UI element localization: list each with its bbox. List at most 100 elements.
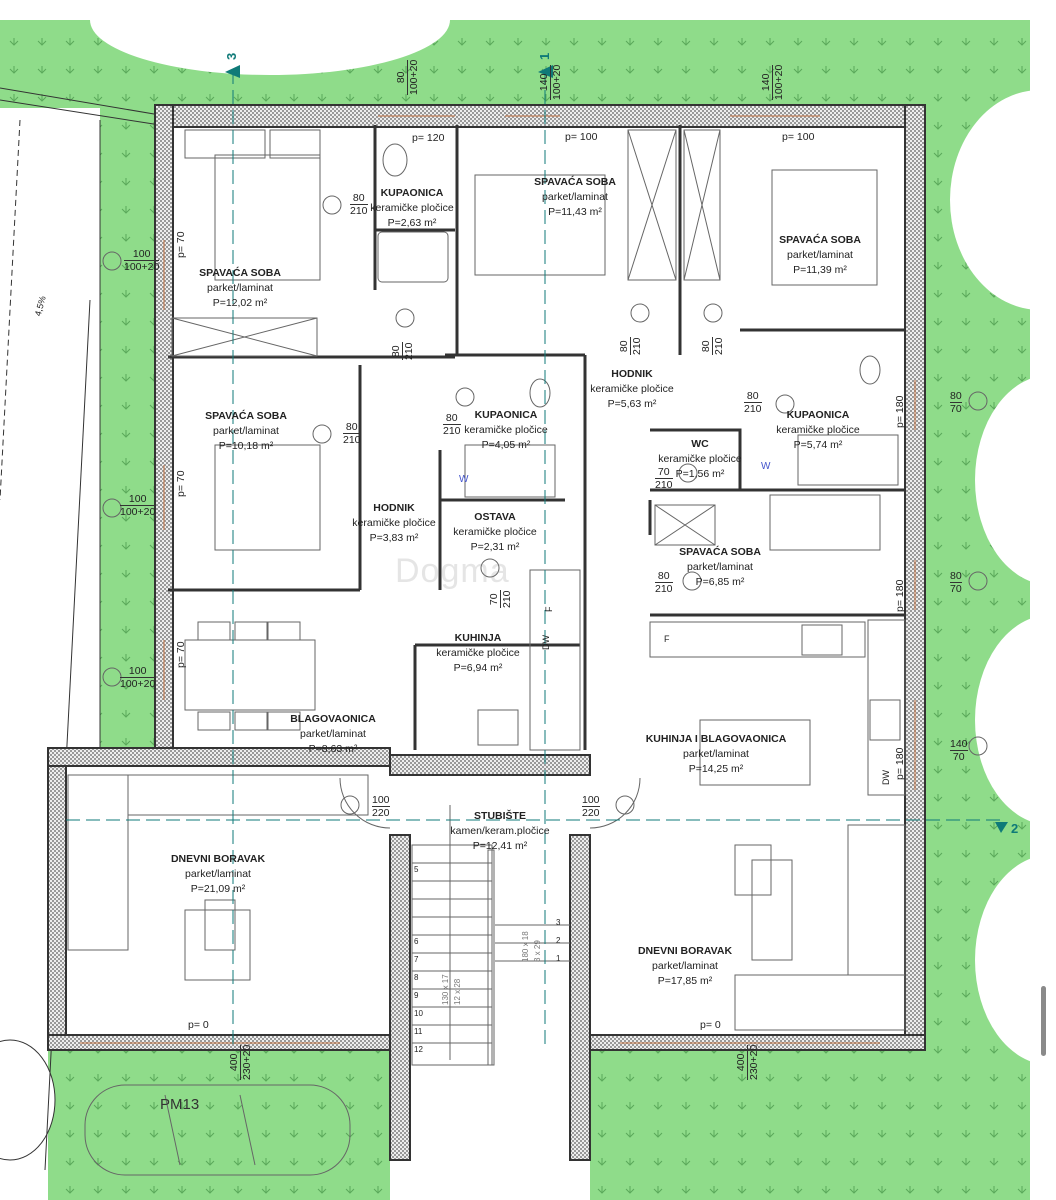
- axis-label-1: 1: [537, 52, 552, 60]
- sill-label: p= 0: [700, 1019, 721, 1031]
- opening-width: 80: [390, 342, 403, 360]
- room-area: P=4,05 m²: [481, 439, 531, 451]
- opening-width: 80: [950, 390, 962, 403]
- sill-label: p= 100: [782, 131, 815, 143]
- dishwasher-icon: DW: [541, 635, 551, 650]
- opening-height: 100+20: [773, 64, 785, 100]
- opening-width: 80: [744, 390, 762, 403]
- opening-width: 400: [228, 1044, 241, 1080]
- fridge-icon: F: [664, 634, 670, 644]
- step-number: 12: [414, 1045, 423, 1054]
- step-number: 8: [414, 973, 419, 982]
- opening-height: 70: [950, 583, 962, 595]
- opening-height: 220: [582, 807, 600, 819]
- opening-width: 100: [120, 493, 156, 506]
- sill-label: p= 180: [894, 747, 906, 780]
- room-area: P=2,63 m²: [387, 217, 437, 229]
- room-name: WC: [691, 438, 709, 450]
- room-area: P=2,31 m²: [470, 541, 520, 553]
- room-name: SPAVAĆA SOBA: [199, 267, 281, 279]
- room-name: DNEVNI BORAVAK: [170, 853, 266, 865]
- room-area: P=12,02 m²: [212, 297, 268, 309]
- step-number: 2: [556, 936, 561, 945]
- room-floor: parket/laminat: [542, 191, 608, 203]
- opening-height: 210: [744, 403, 762, 415]
- opening-width: 80: [343, 421, 361, 434]
- opening-width: 80: [950, 570, 962, 583]
- room-floor: parket/laminat: [652, 960, 718, 972]
- opening-width: 100: [372, 794, 390, 807]
- room-name: KUPAONICA: [380, 187, 444, 199]
- step-number: 9: [414, 991, 419, 1000]
- room-floor: parket/laminat: [207, 282, 273, 294]
- opening-height: 220: [372, 807, 390, 819]
- step-number: 6: [414, 937, 419, 946]
- opening-height: 210: [403, 342, 415, 360]
- grid-axes: [66, 70, 1000, 1050]
- room-floor: parket/laminat: [787, 249, 853, 261]
- room-name: DNEVNI BORAVAK: [637, 945, 733, 957]
- axis-marker-icon: [995, 822, 1008, 833]
- opening-height: 100+20: [124, 261, 160, 273]
- room-area: P=14,25 m²: [688, 763, 744, 775]
- room-area: P=1,56 m²: [675, 468, 725, 480]
- room-name: SPAVAĆA SOBA: [534, 176, 616, 188]
- opening-width: 140: [760, 64, 773, 100]
- opening-width: 80: [655, 570, 673, 583]
- room-floor: keramičke pločice: [658, 453, 742, 465]
- room-floor: parket/laminat: [687, 561, 753, 573]
- axis-label-2: 2: [1011, 821, 1019, 836]
- sill-label: p= 180: [894, 579, 906, 612]
- room-floor: kamen/keram.pločice: [450, 825, 550, 837]
- room-floor: keramičke pločice: [464, 424, 548, 436]
- watermark: Dogma: [395, 552, 510, 590]
- washer-icon: W: [459, 474, 469, 485]
- opening-height: 230+20: [748, 1044, 760, 1080]
- opening-width: 80: [443, 412, 461, 425]
- sill-label: p= 0: [188, 1019, 209, 1031]
- parking-label: PM13: [160, 1096, 200, 1113]
- step-number: 3: [556, 918, 561, 927]
- opening-height: 100+20: [120, 678, 156, 690]
- room-floor: parket/laminat: [213, 425, 279, 437]
- opening-width: 100: [124, 248, 160, 261]
- opening-width: 140: [950, 738, 968, 751]
- stair-dimension: 130 x 17: [441, 974, 450, 1005]
- dishwasher-icon: DW: [881, 770, 891, 785]
- opening-width: 80: [700, 337, 713, 355]
- fridge-icon: F: [544, 606, 554, 613]
- room-area: P=6,85 m²: [695, 576, 745, 588]
- room-area: P=12,41 m²: [472, 840, 528, 852]
- opening-height: 210: [350, 205, 368, 217]
- opening-height: 100+20: [120, 506, 156, 518]
- furniture: [67, 129, 988, 1176]
- opening-height: 210: [501, 590, 513, 608]
- sill-label: p= 70: [175, 470, 187, 497]
- room-name: SPAVAĆA SOBA: [679, 546, 761, 558]
- scrollbar-thumb[interactable]: [1041, 986, 1046, 1056]
- room-name: OSTAVA: [474, 511, 516, 523]
